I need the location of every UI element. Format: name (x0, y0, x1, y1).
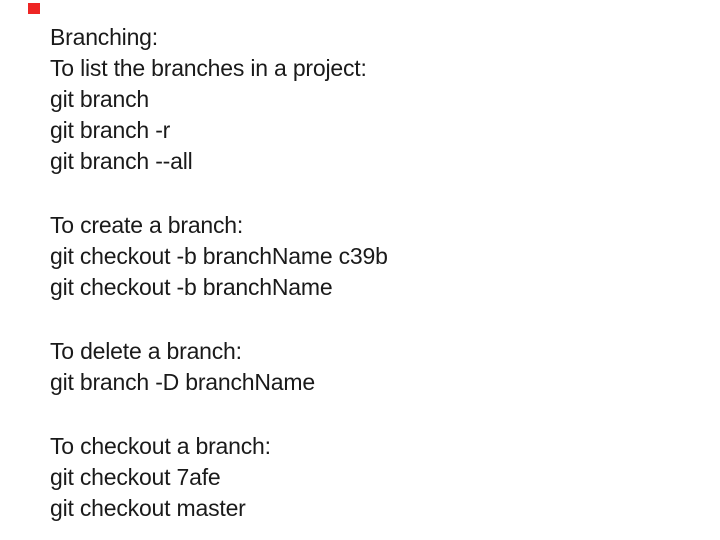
text-block: Branching: To list the branches in a proj… (50, 22, 700, 177)
text-line: To list the branches in a project: (50, 55, 367, 81)
text-line: git branch (50, 86, 150, 112)
text-block: To delete a branch: git branch -D branchN… (50, 336, 700, 398)
text-block: To create a branch: git checkout -b branc… (50, 210, 700, 303)
text-line: To create a branch: (50, 212, 244, 238)
slide-text-content: Branching: To list the branches in a proj… (50, 22, 700, 540)
text-line: git branch --all (50, 148, 193, 174)
text-line: Branching: (50, 24, 158, 50)
text-line: To checkout a branch: (50, 433, 271, 459)
text-line: To delete a branch: (50, 338, 242, 364)
text-line: git branch -r (50, 117, 171, 143)
red-corner-marker (28, 3, 40, 14)
text-line: git checkout -b branchName c39b (50, 243, 388, 269)
text-line: git checkout -b branchName (50, 274, 333, 300)
text-line: git checkout 7afe (50, 464, 221, 490)
text-line: git branch -D branchName (50, 369, 315, 395)
text-line: git checkout master (50, 495, 246, 521)
text-block: To checkout a branch: git checkout 7afe gi… (50, 431, 700, 524)
